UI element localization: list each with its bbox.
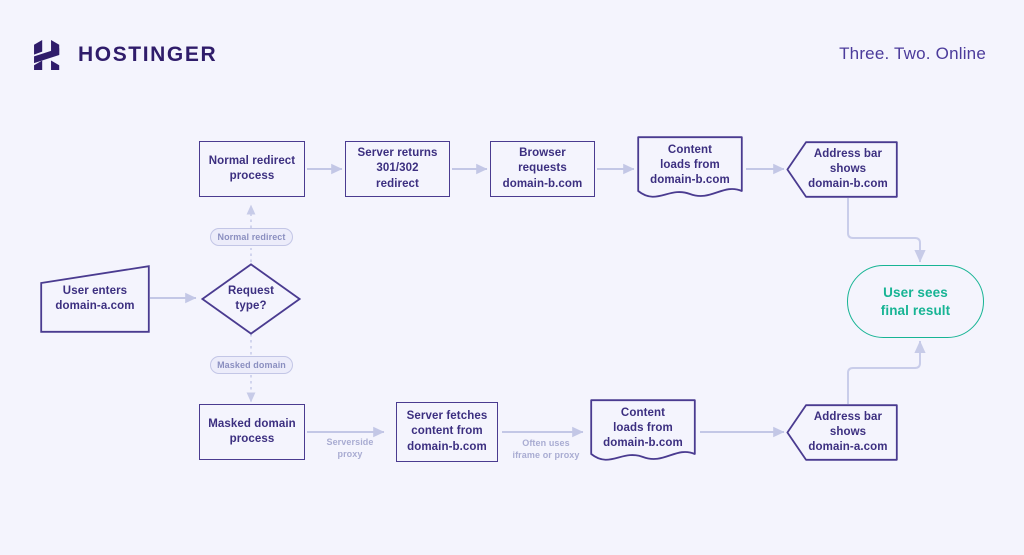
node-address-bar-top-line1: Address bar xyxy=(813,147,883,160)
node-content-bottom-line1: Content xyxy=(620,406,666,419)
node-request-type-line1: Request xyxy=(227,284,275,297)
diamond-shape-icon xyxy=(201,263,301,335)
trapezoid-shape-icon xyxy=(40,265,150,333)
node-address-bar-bottom[interactable]: Address bar shows domain-a.com xyxy=(786,404,898,461)
node-masked-process-line1: Masked domain xyxy=(208,417,296,430)
branch-label-normal-text: Normal redirect xyxy=(217,232,286,242)
node-server-fetches-line3: domain-b.com xyxy=(407,440,487,453)
caption-iframe-line2: iframe or proxy xyxy=(512,450,580,461)
node-user-enters-line2: domain-a.com xyxy=(55,300,135,312)
node-address-bar-top-line3: domain-b.com xyxy=(808,178,888,191)
caption-serverside-line1: Serverside xyxy=(326,437,374,447)
node-server-fetches-content[interactable]: Server fetches content from domain-b.com xyxy=(396,402,498,462)
tagline: Three. Two. Online xyxy=(839,44,986,63)
node-browser-requests-line1: Browser xyxy=(519,147,566,160)
edge-caption-iframe-proxy: Often uses iframe or proxy xyxy=(506,437,586,461)
node-server-fetches-line1: Server fetches xyxy=(406,410,488,423)
edge-top-to-final-elbow xyxy=(847,198,926,263)
branch-label-normal-redirect: Normal redirect xyxy=(210,228,293,246)
document-wave-shape-icon xyxy=(637,136,743,198)
node-server-returns-line2: 301/302 xyxy=(376,162,419,175)
node-content-top-line1: Content xyxy=(667,143,713,156)
node-masked-domain-process[interactable]: Masked domain process xyxy=(199,404,305,460)
node-server-returns-line1: Server returns xyxy=(357,147,438,160)
node-address-bar-bottom-line1: Address bar xyxy=(813,410,883,423)
node-address-bar-top[interactable]: Address bar shows domain-b.com xyxy=(786,141,898,198)
node-user-enters-line1: User enters xyxy=(62,284,128,297)
brand-name: HOSTINGER xyxy=(78,43,218,66)
node-content-bottom-line3: domain-b.com xyxy=(603,437,683,450)
node-normal-redirect-process[interactable]: Normal redirect process xyxy=(199,141,305,197)
node-content-top-line2: loads from xyxy=(660,158,720,171)
node-server-fetches-line2: content from xyxy=(411,425,483,438)
hostinger-h-logo-icon xyxy=(34,40,60,70)
node-user-enters[interactable]: User enters domain-a.com xyxy=(40,265,150,333)
node-user-sees-final-result[interactable]: User sees final result xyxy=(847,265,984,338)
node-server-returns-line3: redirect xyxy=(376,177,419,190)
node-content-bottom-line2: loads from xyxy=(613,421,673,434)
caption-serverside-line2: proxy xyxy=(337,449,363,460)
edge-caption-serverside-proxy: Serverside proxy xyxy=(312,436,388,460)
node-final-result-line2: final result xyxy=(880,302,951,318)
branch-label-masked-domain: Masked domain xyxy=(210,356,293,374)
brand-logo: HOSTINGER xyxy=(32,38,217,72)
chevron-shape-icon xyxy=(786,141,898,198)
caption-iframe-line1: Often uses xyxy=(522,438,570,448)
node-masked-process-line2: process xyxy=(229,433,275,445)
node-normal-process-line1: Normal redirect xyxy=(208,154,296,167)
node-request-type[interactable]: Request type? xyxy=(201,263,301,335)
node-browser-requests-line2: requests xyxy=(518,162,567,175)
node-address-bar-bottom-line3: domain-a.com xyxy=(808,441,888,454)
node-normal-process-line2: process xyxy=(229,170,275,182)
chevron-shape-icon xyxy=(786,404,898,461)
node-address-bar-bottom-line2: shows xyxy=(829,425,867,438)
node-browser-requests[interactable]: Browser requests domain-b.com xyxy=(490,141,595,197)
node-browser-requests-line3: domain-b.com xyxy=(502,177,583,190)
node-final-result-line1: User sees xyxy=(883,284,948,300)
edge-bottom-to-final-elbow xyxy=(847,340,926,404)
node-content-top-line3: domain-b.com xyxy=(650,174,730,187)
node-server-returns-redirect[interactable]: Server returns 301/302 redirect xyxy=(345,141,450,197)
node-address-bar-top-line2: shows xyxy=(829,162,867,175)
document-wave-shape-icon xyxy=(590,399,696,461)
node-content-loads-top[interactable]: Content loads from domain-b.com xyxy=(637,136,743,203)
branch-label-masked-text: Masked domain xyxy=(217,360,286,370)
node-request-type-line2: type? xyxy=(235,300,267,312)
node-content-loads-bottom[interactable]: Content loads from domain-b.com xyxy=(590,399,696,466)
